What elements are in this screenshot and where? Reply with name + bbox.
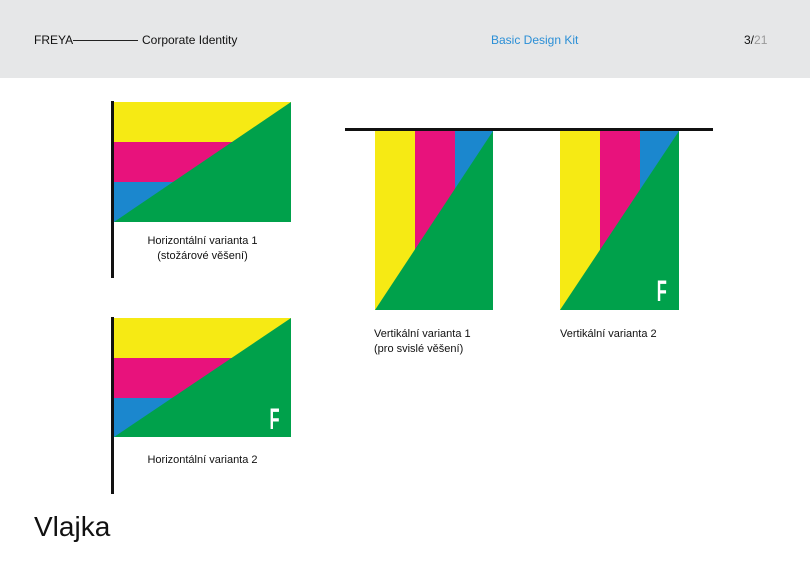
- flag-vertical-2: F: [560, 131, 679, 310]
- caption-line: (pro svislé věšení): [374, 343, 464, 355]
- caption-vertical-1: Vertikální varianta 1 (pro svislé věšení…: [374, 327, 471, 357]
- caption-line: Horizontální varianta 1: [147, 235, 258, 247]
- flag-triangle-green: [375, 131, 493, 310]
- flag-horizontal-1: [114, 102, 291, 222]
- page-current: 3/: [744, 33, 755, 47]
- flag-triangle-green: [114, 102, 291, 222]
- caption-vertical-2: Vertikální varianta 2: [560, 328, 657, 340]
- caption-horizontal-1: Horizontální varianta 1 (stožárové věšen…: [114, 234, 291, 264]
- flag-vertical-1: [375, 131, 493, 310]
- caption-line: (stožárové věšení): [157, 250, 248, 262]
- page-title: Vlajka: [34, 511, 111, 542]
- flag-horizontal-2: F: [114, 318, 291, 437]
- header-bar: FREYA Corporate Identity Basic Design Ki…: [0, 0, 810, 78]
- page-indicator: 3/21: [744, 33, 767, 47]
- section-title: Corporate Identity: [142, 33, 238, 47]
- kit-title: Basic Design Kit: [491, 33, 579, 47]
- flag-triangle-green: [560, 131, 679, 310]
- flag-pole-horizontal-1: [111, 101, 114, 278]
- banner-hanging-bar: [345, 128, 713, 131]
- flag-pole-horizontal-2: [111, 317, 114, 494]
- header-divider-line: [73, 40, 138, 41]
- freya-logo-mark: F: [270, 403, 280, 436]
- caption-horizontal-2: Horizontální varianta 2: [147, 454, 258, 466]
- flag-triangle-green: [114, 318, 291, 437]
- brand-name: FREYA: [34, 33, 74, 47]
- freya-logo-mark: F: [657, 275, 667, 308]
- caption-line: Vertikální varianta 1: [374, 328, 471, 340]
- page-total: 21: [754, 33, 768, 47]
